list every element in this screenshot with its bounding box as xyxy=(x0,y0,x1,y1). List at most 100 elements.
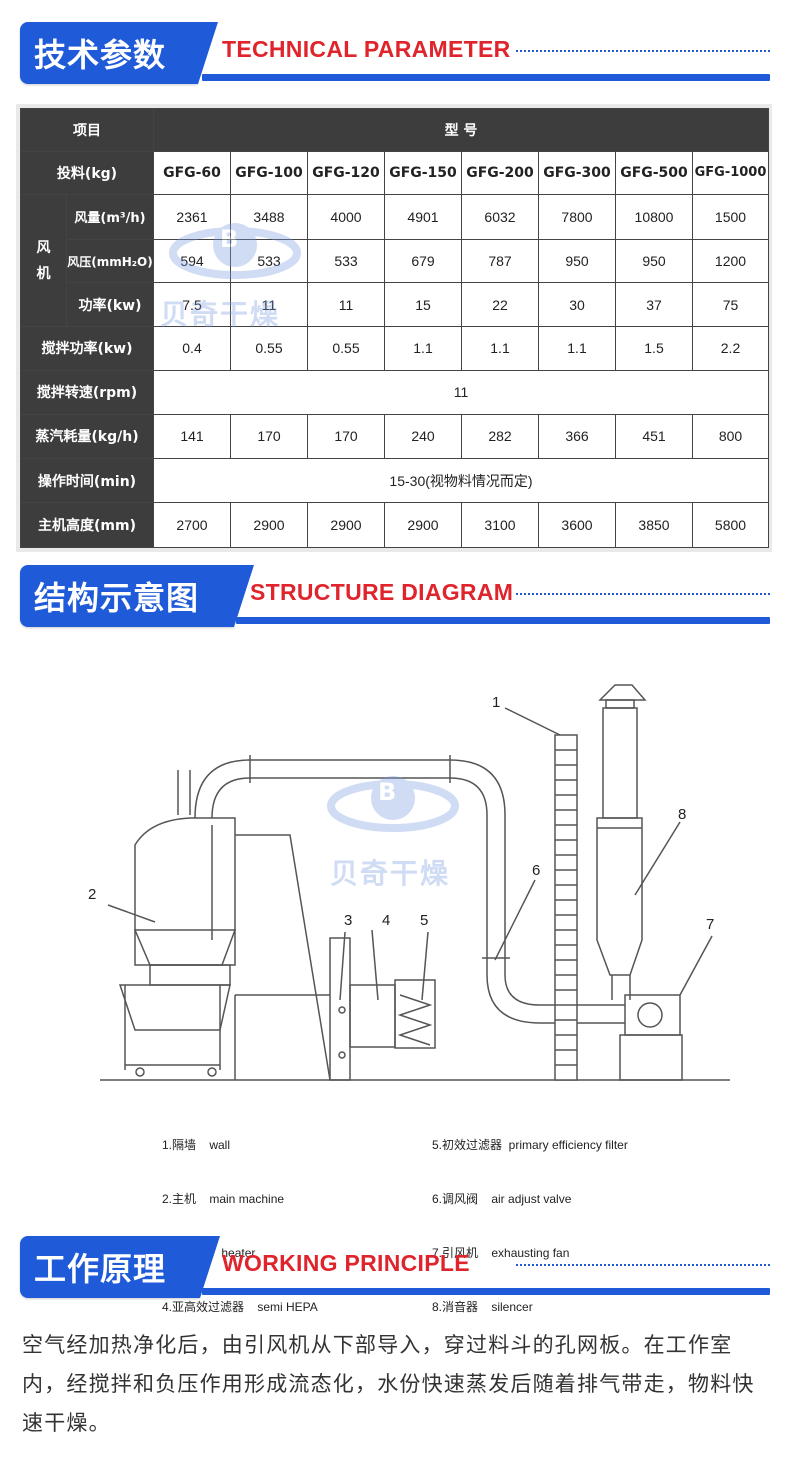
dotted-divider xyxy=(516,593,770,595)
table-cell: 3600 xyxy=(538,502,616,548)
row-label: 投料(kg) xyxy=(20,150,154,196)
table-cell: 2700 xyxy=(153,502,231,548)
table-cell: 37 xyxy=(615,282,693,327)
table-cell: 787 xyxy=(461,238,539,284)
row-label: 主机高度(mm) xyxy=(20,502,154,548)
legend-item: 5.初效过滤器 primary efficiency filter xyxy=(432,1138,628,1152)
table-cell: 950 xyxy=(615,238,693,284)
table-cell: 5800 xyxy=(692,502,769,548)
model-cell: GFG-500 xyxy=(615,150,693,196)
table-cell: 170 xyxy=(230,414,308,459)
section-header-structure: 结构示意图 STRUCTURE DIAGRAM xyxy=(0,565,790,635)
table-cell: 800 xyxy=(692,414,769,459)
header-model: 型 号 xyxy=(153,108,769,152)
table-cell: 1.1 xyxy=(384,325,462,371)
table-cell-merged: 11 xyxy=(153,369,769,416)
legend-item: 6.调风阀 air adjust valve xyxy=(432,1192,572,1206)
table-cell: 533 xyxy=(230,238,308,284)
table-cell: 2900 xyxy=(230,502,308,548)
row-label: 搅拌转速(rpm) xyxy=(20,369,154,416)
table-cell: 22 xyxy=(461,282,539,327)
diagram-drawing xyxy=(100,684,730,1081)
table-cell: 0.55 xyxy=(230,325,308,371)
table-cell: 2900 xyxy=(307,502,385,548)
row-label: 风量(m³/h) xyxy=(66,194,154,240)
legend-item: 7.引风机 exhausting fan xyxy=(432,1246,570,1260)
section-title-en: TECHNICAL PARAMETER xyxy=(222,36,511,62)
row-label: 功率(kw) xyxy=(66,282,154,327)
table-cell: 3488 xyxy=(230,194,308,240)
table-cell: 282 xyxy=(461,414,539,459)
model-cell: GFG-300 xyxy=(538,150,616,196)
table-row: 风 机 风量(m³/h) 2361 3488 4000 4901 6032 78… xyxy=(20,194,769,327)
table-cell: 7.5 xyxy=(153,282,231,327)
section-title-cn: 工作原理 xyxy=(20,1236,220,1298)
diagram-label-2: 2 xyxy=(88,886,97,903)
model-cell: GFG-100 xyxy=(230,150,308,196)
fan-group-char: 机 xyxy=(36,265,51,282)
table-row: 风压(mmH₂O) 594 533 533 679 787 950 950 12… xyxy=(21,238,769,284)
section-title-en: STRUCTURE DIAGRAM xyxy=(250,579,514,605)
model-cell: GFG-200 xyxy=(461,150,539,196)
legend-right: 5.初效过滤器 primary efficiency filter 6.调风阀 … xyxy=(432,1100,628,1352)
table-cell: 11 xyxy=(230,282,308,327)
diagram-label-5: 5 xyxy=(420,912,429,929)
row-label: 搅拌功率(kw) xyxy=(20,325,154,371)
table-cell: 1.5 xyxy=(615,325,693,371)
table-cell: 15 xyxy=(384,282,462,327)
underline-bar xyxy=(236,617,770,624)
table-cell: 3100 xyxy=(461,502,539,548)
table-cell: 1.1 xyxy=(538,325,616,371)
table-row: 搅拌转速(rpm) 11 xyxy=(20,369,769,416)
table-cell: 170 xyxy=(307,414,385,459)
fan-group-char: 风 xyxy=(36,239,51,256)
table-cell: 2361 xyxy=(153,194,231,240)
table-header-row: 项目 型 号 xyxy=(20,108,769,152)
table-cell: 6032 xyxy=(461,194,539,240)
model-cell: GFG-60 xyxy=(153,150,231,196)
legend-item: 1.隔墙 wall xyxy=(162,1138,231,1152)
underline-bar xyxy=(202,74,770,81)
table-cell: 950 xyxy=(538,238,616,284)
diagram-label-6: 6 xyxy=(532,862,541,879)
table-cell: 1200 xyxy=(692,238,769,284)
spec-table: 项目 型 号 投料(kg) GFG-60 GFG-100 GFG-120 GFG… xyxy=(20,108,769,548)
dotted-divider xyxy=(516,50,770,52)
table-cell: 3850 xyxy=(615,502,693,548)
table-cell: 141 xyxy=(153,414,231,459)
table-cell: 30 xyxy=(538,282,616,327)
legend-item: 8.消音器 silencer xyxy=(432,1300,533,1314)
section-header-working: 工作原理 WORKING PRINCIPLE xyxy=(0,1236,790,1306)
table-cell: 4000 xyxy=(307,194,385,240)
row-label: 蒸汽耗量(kg/h) xyxy=(20,414,154,459)
section-header-tech: 技术参数 TECHNICAL PARAMETER xyxy=(0,22,790,92)
table-row: 投料(kg) GFG-60 GFG-100 GFG-120 GFG-150 GF… xyxy=(20,150,769,196)
model-cell: GFG-120 xyxy=(307,150,385,196)
section-title-en: WORKING PRINCIPLE xyxy=(222,1250,470,1276)
row-label: 操作时间(min) xyxy=(20,457,154,504)
table-row: 搅拌功率(kw) 0.4 0.55 0.55 1.1 1.1 1.1 1.5 2… xyxy=(20,325,769,371)
legend-item: 4.亚高效过滤器 semi HEPA xyxy=(162,1300,318,1314)
table-cell: 533 xyxy=(307,238,385,284)
structure-diagram: 1 2 3 4 5 6 7 8 1.隔墙 wall 2.主机 main mach… xyxy=(0,640,790,1314)
row-label: 风压(mmH₂O) xyxy=(66,238,154,284)
diagram-label-8: 8 xyxy=(678,806,687,823)
table-cell: 1500 xyxy=(692,194,769,240)
table-cell: 240 xyxy=(384,414,462,459)
table-cell: 11 xyxy=(307,282,385,327)
table-cell: 366 xyxy=(538,414,616,459)
table-row: 主机高度(mm) 2700 2900 2900 2900 3100 3600 3… xyxy=(20,502,769,548)
table-cell: 594 xyxy=(153,238,231,284)
table-cell: 2.2 xyxy=(692,325,769,371)
table-row: 操作时间(min) 15-30(视物料情况而定) xyxy=(20,457,769,504)
header-item: 项目 xyxy=(20,108,154,152)
table-cell: 451 xyxy=(615,414,693,459)
table-cell: 10800 xyxy=(615,194,693,240)
table-cell: 7800 xyxy=(538,194,616,240)
working-principle-text: 空气经加热净化后，由引风机从下部导入，穿过料斗的孔网板。在工作室内，经搅拌和负压… xyxy=(22,1333,755,1435)
table-row: 功率(kw) 7.5 11 11 15 22 30 37 75 xyxy=(21,282,769,327)
spec-table-wrapper: 项目 型 号 投料(kg) GFG-60 GFG-100 GFG-120 GFG… xyxy=(16,104,772,552)
table-cell: 0.4 xyxy=(153,325,231,371)
dotted-divider xyxy=(516,1264,770,1266)
table-row: 蒸汽耗量(kg/h) 141 170 170 240 282 366 451 8… xyxy=(20,414,769,459)
